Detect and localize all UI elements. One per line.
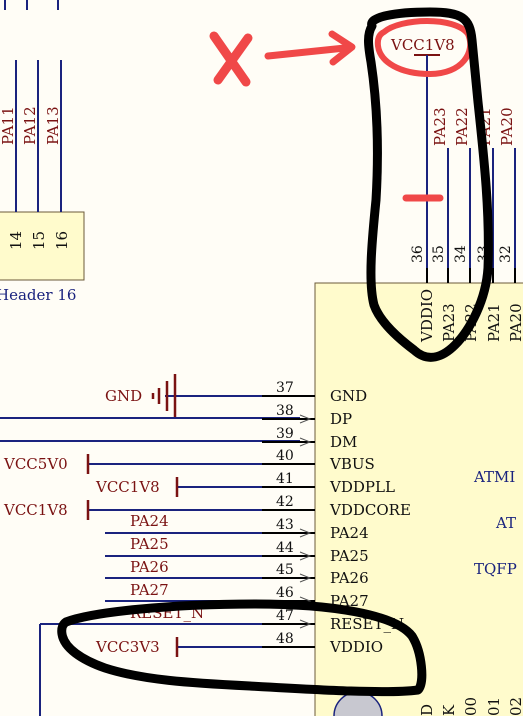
pin-io-arrow-38 xyxy=(299,414,312,424)
bottom-pin-2: 00 xyxy=(462,697,480,716)
bottom-pin-0: D xyxy=(418,704,436,716)
pin-name-pa24: PA24 xyxy=(330,524,369,542)
annotation-arrow-shaft xyxy=(264,44,349,60)
net-label-pa27: PA27 xyxy=(130,581,169,599)
pin-name-pa26: PA26 xyxy=(330,569,369,587)
pin-name-vddio-top: VDDIO xyxy=(418,289,436,343)
net-label-pa24: PA24 xyxy=(130,512,169,530)
pin-io-arrow-43 xyxy=(299,528,312,538)
header-net-pa13: PA13 xyxy=(44,106,62,145)
header-net-pa11: PA11 xyxy=(0,106,17,145)
pin-number-44: 44 xyxy=(276,540,294,556)
header-pin-14: 14 xyxy=(7,231,25,250)
annotation-red-circle xyxy=(374,18,474,77)
pin-number-35: 35 xyxy=(431,245,447,263)
pin-name-vbus: VBUS xyxy=(329,455,375,473)
pin-number-32: 32 xyxy=(498,245,514,263)
pin-number-46: 46 xyxy=(276,585,294,601)
net-label-vcc1v8-vddpll: VCC1V8 xyxy=(95,478,160,496)
net-label-pa20: PA20 xyxy=(498,107,516,146)
net-label-pa26: PA26 xyxy=(130,558,169,576)
pin-name-vddpll: VDDPLL xyxy=(329,478,395,496)
net-label-vcc1v8-vddcore: VCC1V8 xyxy=(3,501,68,519)
net-label-vcc1v8-top: VCC1V8 xyxy=(390,36,455,54)
pin-io-arrow-45 xyxy=(299,573,312,583)
pin-name-gnd: GND xyxy=(330,387,367,405)
annotation-x-mark xyxy=(209,31,253,87)
annotations xyxy=(57,7,493,697)
pin-number-38: 38 xyxy=(276,403,294,419)
pin-name-vddio: VDDIO xyxy=(329,638,383,656)
annotation-black-loop-top xyxy=(364,7,493,362)
pin-io-arrow-39 xyxy=(299,437,312,447)
pin-number-45: 45 xyxy=(276,562,294,578)
pin-number-40: 40 xyxy=(276,448,294,464)
header-pin-15: 15 xyxy=(30,231,48,250)
pin-number-47: 47 xyxy=(276,608,294,624)
chip-name-line-1: ATMI xyxy=(473,468,515,486)
pin-name-vddcore: VDDCORE xyxy=(329,501,411,519)
pin-number-48: 48 xyxy=(276,631,294,647)
pin-name-pa20: PA20 xyxy=(507,303,523,342)
net-label-pa22: PA22 xyxy=(453,107,471,146)
net-label-vcc5v0: VCC5V0 xyxy=(3,455,68,473)
bottom-pin-4: 02 xyxy=(507,697,523,716)
pin-name-pa21: PA21 xyxy=(485,303,503,342)
pin-io-arrow-44 xyxy=(299,551,312,561)
header-net-pa12: PA12 xyxy=(21,106,39,145)
annotation-arrow-head xyxy=(328,30,356,66)
bottom-pin-1: K xyxy=(440,704,458,716)
pin-io-arrow-47 xyxy=(299,619,312,629)
pin-name-dp: DP xyxy=(330,410,352,428)
pin-name-dm: DM xyxy=(330,433,357,451)
pin-number-42: 42 xyxy=(276,494,294,510)
header-body xyxy=(0,211,85,281)
pin-number-43: 43 xyxy=(276,517,294,533)
chip-name-line-2: AT xyxy=(495,514,516,532)
header-connector: PA11 PA12 PA13 14 15 16 Header 16 xyxy=(0,0,85,304)
pin-number-36: 36 xyxy=(410,245,426,263)
pin-number-39: 39 xyxy=(276,426,294,442)
header-name: Header 16 xyxy=(0,286,76,304)
pin-number-41: 41 xyxy=(276,471,294,487)
net-label-vcc3v3: VCC3V3 xyxy=(95,638,160,656)
bottom-pin-3: 01 xyxy=(485,697,503,716)
pin-number-37: 37 xyxy=(276,380,294,396)
chip-package: TQFP xyxy=(474,560,517,578)
pin-number-34: 34 xyxy=(453,245,469,263)
pin-name-pa25: PA25 xyxy=(330,547,369,565)
net-label-gnd: GND xyxy=(105,387,142,405)
pin-name-pa23: PA23 xyxy=(440,303,458,342)
net-label-pa25: PA25 xyxy=(130,535,169,553)
annotation-black-loop-bottom xyxy=(57,599,427,697)
net-label-pa23: PA23 xyxy=(431,107,449,146)
header-pin-16: 16 xyxy=(53,231,71,250)
